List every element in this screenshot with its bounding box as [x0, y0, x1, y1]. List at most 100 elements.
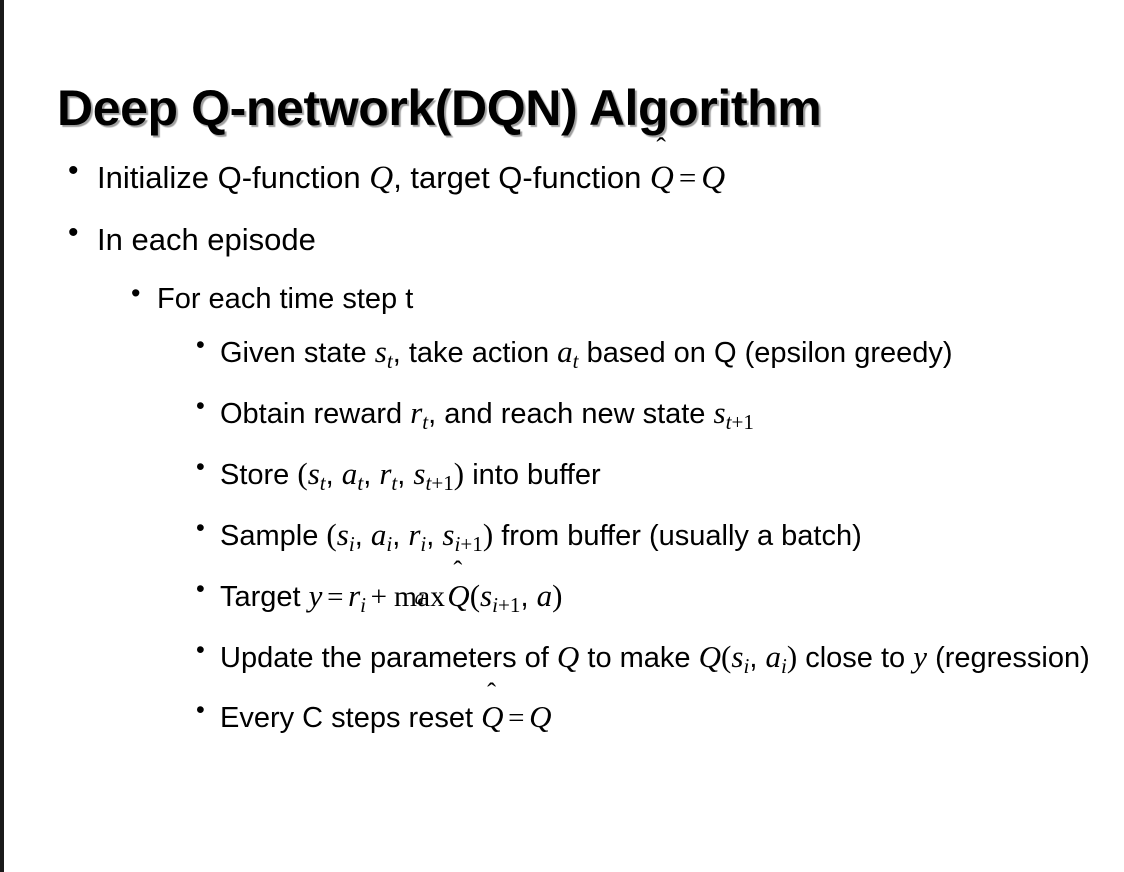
- text-run: ,: [325, 458, 342, 491]
- text-run: ,: [520, 580, 537, 613]
- bullet-marker-icon: •: [131, 278, 141, 308]
- math-paren: (: [721, 638, 732, 674]
- math-paren: (: [297, 455, 308, 491]
- text-run: Target: [220, 580, 309, 613]
- bullet-marker-icon: •: [68, 216, 79, 249]
- math-subscript: t: [422, 409, 429, 434]
- math-variable: rt: [379, 455, 398, 495]
- bullet-text: Initialize Q-function Q, target Q-functi…: [97, 132, 1084, 208]
- math-variable: y: [308, 577, 323, 613]
- math-subscript: t: [357, 470, 364, 495]
- text-run: into buffer: [464, 458, 601, 491]
- bullet-marker-icon: •: [196, 635, 205, 664]
- math-variable: Q: [529, 699, 552, 735]
- text-run: Update the parameters of: [220, 641, 557, 674]
- text-run: ,: [397, 458, 414, 491]
- circumflex-accent: ˆ: [487, 677, 497, 708]
- bullet-item-sample-buffer: •Sample (si, ai, ri, si+1) from buffer (…: [0, 509, 1124, 570]
- bullet-item-for-each-time-step: • For each time step t: [0, 272, 1124, 326]
- math-paren: ): [453, 455, 465, 491]
- math-subscript: i: [386, 531, 393, 556]
- text-run: Given state: [220, 337, 375, 369]
- math-variable: st+1: [713, 394, 754, 434]
- math-variable: ai: [370, 516, 393, 556]
- bullet-text: Given state st, take action at based on …: [220, 326, 1094, 387]
- bullet-marker-icon: •: [196, 331, 205, 359]
- math-variable: ri: [408, 516, 427, 556]
- math-variable: si+1: [480, 577, 521, 617]
- math-variable: Q: [556, 638, 580, 674]
- text-run: Initialize Q-function: [97, 160, 370, 195]
- math-subscript: t: [572, 348, 579, 373]
- bullet-text: For each time step t: [157, 272, 1084, 326]
- slide-left-border: [0, 0, 4, 872]
- text-run: Sample: [220, 519, 327, 552]
- bullet-text: Sample (si, ai, ri, si+1) from buffer (u…: [220, 509, 1094, 570]
- text-run: (regression): [927, 641, 1090, 674]
- math-operator: =: [678, 160, 697, 195]
- math-variable: Q: [698, 638, 722, 674]
- math-variable: rt: [410, 394, 429, 434]
- text-run: ,: [392, 519, 409, 552]
- math-variable: Q: [369, 159, 394, 196]
- math-variable: at: [341, 455, 364, 495]
- math-subscript: i: [348, 531, 355, 556]
- bullet-marker-icon: •: [196, 574, 205, 603]
- math-operator: =: [327, 580, 344, 613]
- math-subscript: t: [386, 348, 393, 373]
- text-run: , take action: [392, 337, 558, 369]
- circumflex-accent: ˆ: [453, 555, 463, 586]
- math-variable: at: [557, 334, 579, 373]
- math-subscript: i: [420, 531, 427, 556]
- math-subscript: i: [743, 653, 750, 678]
- text-run: Every C steps reset: [220, 702, 482, 735]
- math-subscript: i: [780, 653, 787, 678]
- page-title: Deep Q-network(DQN) Algorithm: [57, 79, 822, 136]
- math-variable: st: [374, 334, 393, 373]
- text-run: to make: [579, 641, 699, 674]
- text-run: For each time step t: [157, 283, 414, 315]
- math-subscript: t: [391, 470, 398, 495]
- text-run: Store: [220, 458, 298, 491]
- bullet-item-update-parameters: •Update the parameters of Q to make Q(si…: [0, 631, 1124, 692]
- bullet-text: In each episode: [97, 210, 1084, 270]
- math-subscript: i+1: [454, 531, 483, 556]
- math-subscript: i+1: [492, 592, 521, 617]
- bullet-item-store-buffer: • Store (st, at, rt, st+1) into buffer: [0, 448, 1124, 509]
- math-paren: ): [786, 638, 798, 674]
- bullet-item-obtain-reward: •Obtain reward rt, and reach new state s…: [0, 387, 1124, 448]
- math-operator: =: [508, 702, 525, 735]
- bullet-marker-icon: •: [68, 154, 79, 187]
- text-run: ,: [354, 519, 371, 552]
- math-subscript: t: [319, 470, 326, 495]
- bullet-marker-icon: •: [196, 696, 205, 725]
- bullet-item-in-each-episode: • In each episode: [0, 210, 1124, 270]
- text-run: close to: [797, 641, 914, 674]
- math-variable: ri: [348, 577, 367, 617]
- math-paren: (: [326, 516, 337, 552]
- math-paren: ): [552, 577, 563, 613]
- math-subscript: t+1: [425, 470, 454, 495]
- math-variable: si+1: [442, 516, 483, 556]
- math-variable: y: [913, 638, 928, 674]
- math-variable: Q: [701, 159, 726, 196]
- bullet-marker-icon: •: [196, 391, 205, 420]
- text-run: from buffer (usually a batch): [493, 519, 862, 552]
- math-under-limit: a: [414, 588, 425, 610]
- math-variable: si: [336, 516, 355, 556]
- math-subscript: t+1: [725, 409, 754, 434]
- math-subscript: i: [360, 592, 367, 617]
- math-variable: st+1: [413, 455, 454, 495]
- text-run: ,: [363, 458, 380, 491]
- bullet-marker-icon: •: [196, 452, 205, 481]
- bullet-item-initialize: • Initialize Q-function Q, target Q-funct…: [0, 132, 1124, 208]
- math-variable: st: [307, 455, 326, 495]
